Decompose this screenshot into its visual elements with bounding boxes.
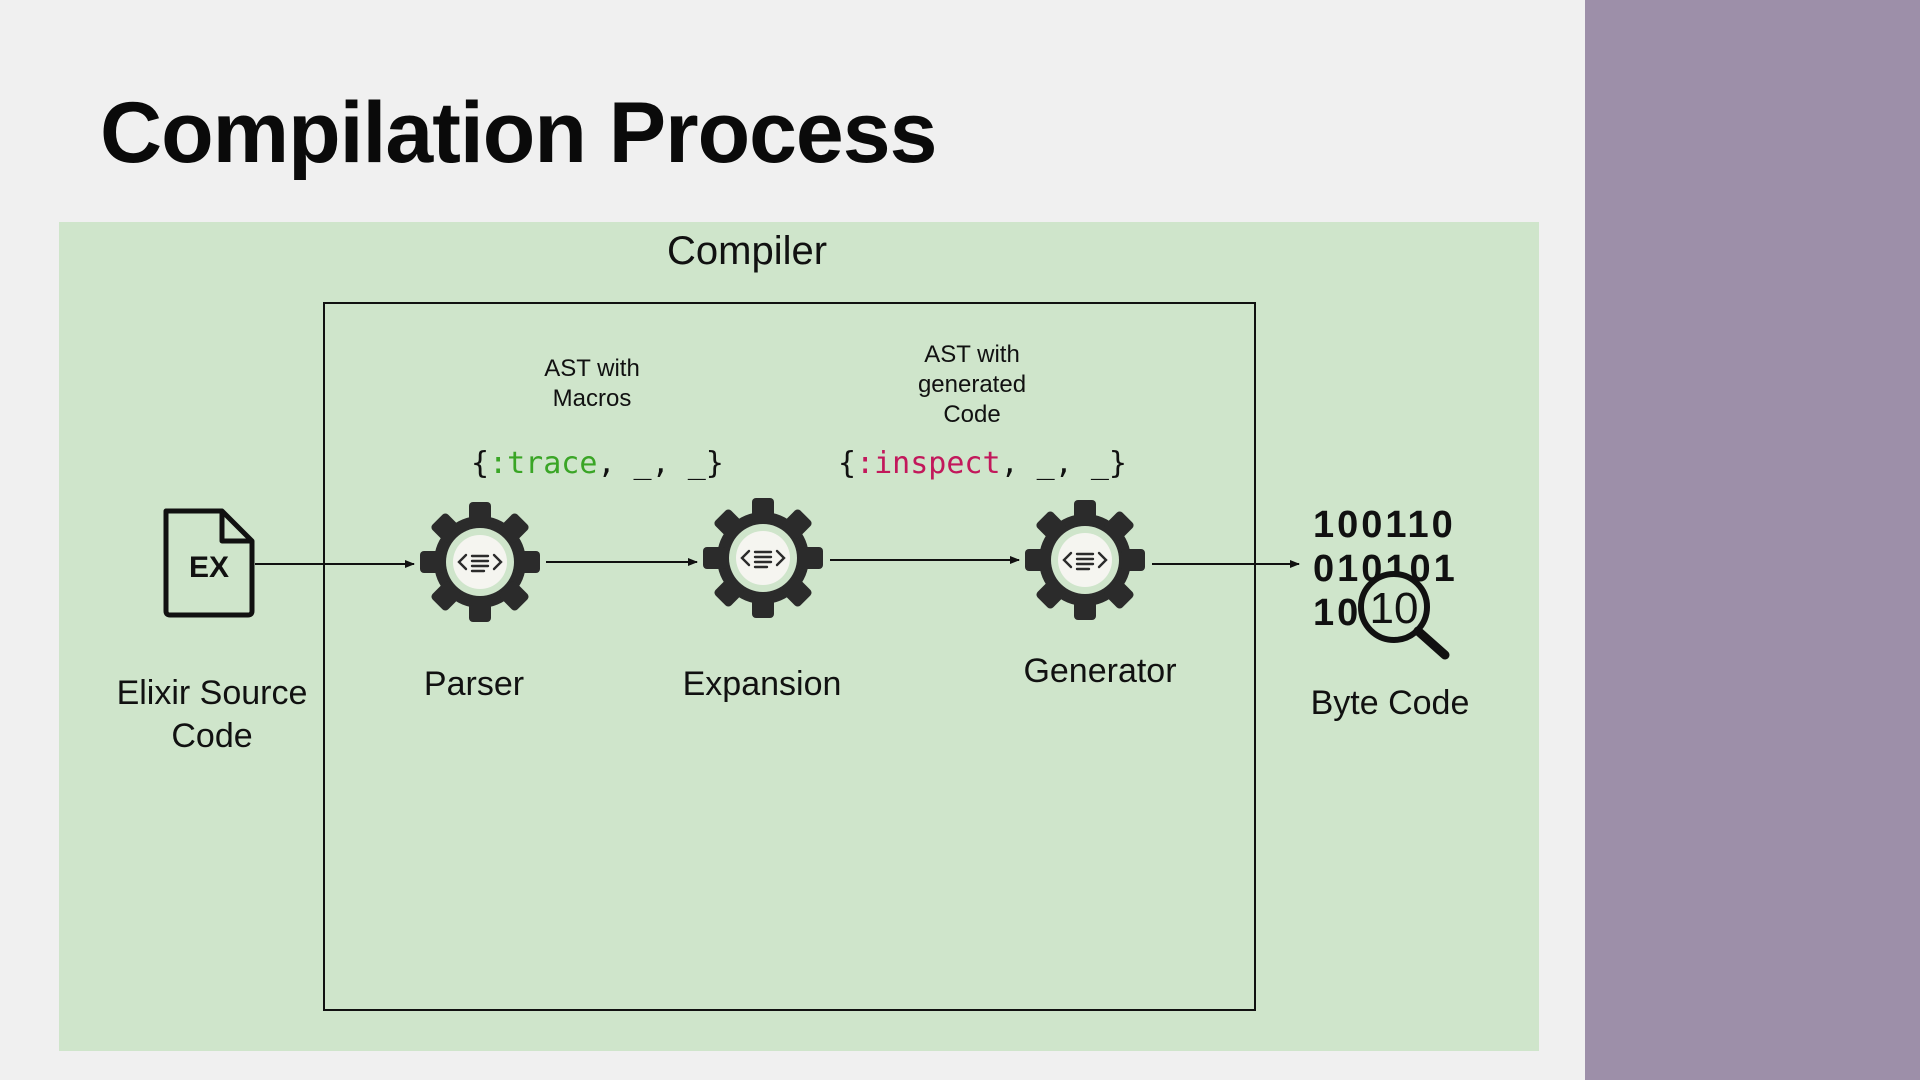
atom-inspect: :inspect: [856, 446, 1001, 481]
source-label-line: Code: [171, 716, 253, 755]
parser-gear-icon: [420, 502, 540, 622]
generator-label: Generator: [1023, 652, 1177, 690]
ast-macros-caption-line: Macros: [552, 385, 632, 412]
ast-generated-caption-line: AST with: [924, 341, 1020, 368]
side-panel: [1585, 0, 1920, 1080]
ast-macros-caption-line: AST with: [544, 355, 640, 382]
slide-title: Compilation Process: [100, 85, 937, 181]
ast-generated-caption: AST with generated Code: [896, 340, 1048, 430]
ast-generated-caption-line: Code: [943, 401, 1001, 428]
expansion-gear-icon: [703, 498, 823, 618]
bytecode-label: Byte Code: [1310, 684, 1470, 722]
lens-bits: 10: [1370, 584, 1419, 633]
compiler-region: [59, 222, 1539, 1051]
compiler-inner-box: [323, 302, 1256, 1011]
bits-row-3: 10: [1313, 592, 1361, 634]
atom-trace: :trace: [489, 446, 598, 481]
ast-macros-caption: AST with Macros: [516, 354, 668, 414]
generator-gear-icon: [1025, 500, 1145, 620]
source-label-line: Elixir Source: [116, 674, 308, 712]
source-label: Elixir Source Code: [92, 672, 332, 757]
ast-tuple-trace: {:trace, _, _}: [471, 446, 724, 481]
binary-search-icon: 100110 010101 10 10: [1313, 504, 1455, 660]
tuple-open: {: [471, 446, 490, 481]
parser-label: Parser: [423, 665, 525, 703]
tuple-open: {: [838, 446, 857, 481]
ast-tuple-inspect: {:inspect, _, _}: [838, 446, 1127, 481]
file-icon-text: EX: [189, 551, 229, 584]
tuple-rest: , _, _}: [597, 446, 724, 481]
ast-generated-caption-line: generated: [917, 371, 1027, 398]
bits-row-1: 100110: [1313, 504, 1455, 546]
elixir-file-icon: EX: [163, 508, 255, 618]
expansion-label: Expansion: [682, 665, 842, 703]
tuple-rest: , _, _}: [1000, 446, 1127, 481]
compiler-label: Compiler: [667, 229, 828, 273]
